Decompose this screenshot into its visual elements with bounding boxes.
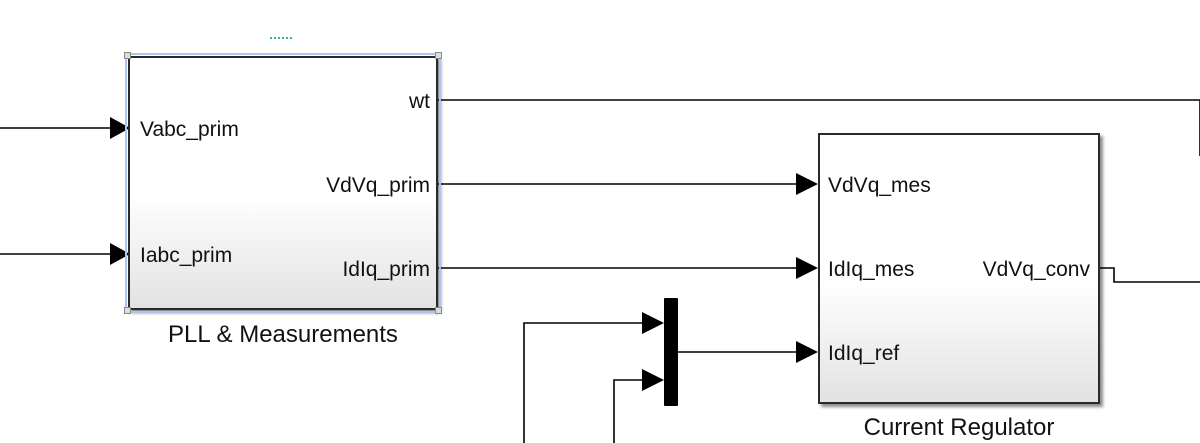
wire-wt[interactable] <box>438 99 1200 156</box>
mux-block[interactable] <box>664 298 678 406</box>
arrow-idiq-ref <box>796 341 818 363</box>
port-wt: wt <box>409 90 430 113</box>
arrow-vabc <box>110 117 130 139</box>
port-vabc-prim: Vabc_prim <box>140 118 239 141</box>
pll-block-label: PLL & Measurements <box>168 321 398 348</box>
port-vdvq-conv: VdVq_conv <box>982 258 1090 281</box>
pll-measurements-block[interactable]: Vabc_prim Iabc_prim wt VdVq_prim IdIq_pr… <box>124 52 442 314</box>
current-regulator-label: Current Regulator <box>863 414 1055 441</box>
block-annotation-mark <box>270 37 292 42</box>
port-iabc-prim: Iabc_prim <box>140 244 233 267</box>
wire-mux-in-2[interactable] <box>613 379 644 443</box>
resize-handle-bottom-right[interactable] <box>435 307 442 314</box>
resize-handle-top-right[interactable] <box>435 52 442 59</box>
port-idiq-ref: IdIq_ref <box>828 342 900 365</box>
arrow-iabc <box>110 243 130 265</box>
port-idiq-prim: IdIq_prim <box>342 258 430 281</box>
wire-mux-in-1[interactable] <box>523 322 644 443</box>
arrow-mux-in-2 <box>642 369 664 391</box>
port-vdvq-mes: VdVq_mes <box>828 174 931 197</box>
arrow-idiq-mes <box>796 257 818 279</box>
arrowheads <box>110 117 818 391</box>
arrow-mux-in-1 <box>642 312 664 334</box>
resize-handle-top-left[interactable] <box>124 52 131 59</box>
arrow-vdvq-mes <box>796 173 818 195</box>
wire-vdvq-conv[interactable] <box>1100 267 1200 283</box>
port-idiq-mes: IdIq_mes <box>828 258 915 281</box>
signal-lines <box>0 99 1200 443</box>
resize-handle-bottom-left[interactable] <box>124 307 131 314</box>
port-vdvq-prim: VdVq_prim <box>326 174 430 197</box>
current-regulator-block[interactable]: VdVq_mes IdIq_mes IdIq_ref VdVq_conv <box>818 133 1100 404</box>
